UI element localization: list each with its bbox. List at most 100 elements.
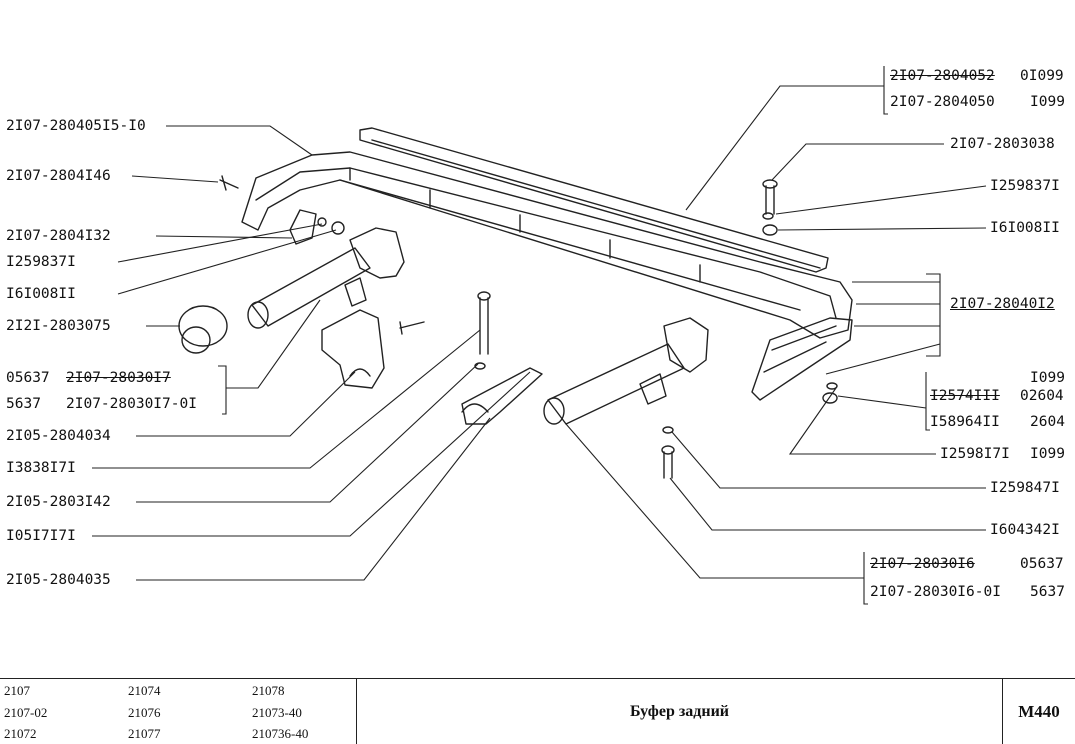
- label-washer-top: I259837I: [990, 178, 1060, 194]
- leader-end-caps: [825, 273, 941, 375]
- label-bracket-left-b-part: 2I07-28030I7-0I: [66, 396, 197, 412]
- left-bracket-plate: [349, 227, 405, 279]
- leader-nut-left: [117, 229, 337, 295]
- leader-bolt-left: [131, 175, 219, 183]
- divider: [356, 679, 357, 744]
- leader-clamp-left: [136, 371, 356, 437]
- label-small-bracket: 2I07-2804I32: [6, 228, 111, 244]
- label-bolt-top: 2I07-2803038: [950, 136, 1055, 152]
- bolt-top-right: [765, 185, 775, 215]
- right-bracket-ear: [639, 373, 667, 405]
- label-bumper-assy: 2I07-280405I5-I0: [6, 118, 146, 134]
- label-bracket-left-b-prefix: 5637: [6, 396, 41, 412]
- label-nut-left: I6I008II: [6, 286, 76, 302]
- right-bracket-plate: [663, 317, 709, 373]
- label-nut-r-b-part: I2574III: [930, 388, 1000, 404]
- label-bolt-long: I3838I7I: [6, 460, 76, 476]
- label-bracket-left-a-part: 2I07-28030I7: [66, 370, 171, 386]
- label-nut-r-a-code: I099: [1030, 370, 1065, 386]
- leader-bumper-assy: [166, 125, 313, 156]
- bumper-body: [241, 151, 853, 339]
- model-cell: 21073-40: [252, 705, 302, 720]
- label-bracket-r-a-part: 2I07-28030I6: [870, 556, 975, 572]
- leader-small-bracket: [155, 235, 293, 239]
- leader-bracket-left: [218, 299, 321, 415]
- left-mount-bracket: [321, 309, 385, 389]
- bumper-beam: [359, 127, 829, 273]
- model-cell: 21078: [252, 683, 285, 698]
- label-beam-b-code: I099: [1030, 94, 1065, 110]
- label-bolt-r: I604342I: [990, 522, 1060, 538]
- label-beam-a-code: 0I099: [1020, 68, 1064, 84]
- long-bolt: [479, 297, 489, 355]
- leader-beam: [685, 66, 888, 211]
- leader-bracket-mount: [136, 363, 479, 503]
- leader-bolt-top: [771, 143, 944, 181]
- long-bolt-washer: [474, 362, 486, 370]
- leader-washer-r: [788, 387, 936, 455]
- leader-nut-top: [777, 227, 987, 231]
- page-title: Буфер задний: [629, 702, 730, 720]
- leader-washer-left: [117, 223, 323, 263]
- model-cell: 2107: [4, 683, 30, 698]
- model-list: 2107 21074 21078 2107-02 21076 21073-40 …: [0, 679, 356, 744]
- left-tube-end: [247, 301, 269, 329]
- model-cell: 21074: [128, 683, 161, 698]
- label-washer-r-code: I099: [1030, 446, 1065, 462]
- leader-bolt-long: [92, 329, 481, 469]
- model-cell: 21077: [128, 726, 161, 741]
- leader-washer-r2: [671, 431, 986, 489]
- washer-right-small: [662, 426, 674, 434]
- nut-right-lower: [822, 392, 838, 404]
- label-nut-top: I6I008II: [990, 220, 1060, 236]
- bolt-left-top: [219, 175, 239, 191]
- bumper-body-rib: [349, 167, 701, 283]
- label-end-caps: 2I07-28040I2: [950, 296, 1055, 312]
- divider: [1002, 679, 1003, 744]
- label-bolt-left: 2I07-2804I46: [6, 168, 111, 184]
- bolt-right-small-head: [661, 445, 675, 455]
- bolt-top-head: [762, 179, 778, 189]
- right-bracket-tube: [547, 343, 685, 425]
- label-beam-a-part: 2I07-2804052: [890, 68, 995, 84]
- left-bracket-tube: [251, 247, 371, 327]
- left-bracket-ear: [344, 277, 367, 307]
- washer-right-lower: [826, 382, 838, 390]
- label-bracket-r-b-part: 2I07-28030I6-0I: [870, 584, 1001, 600]
- leader-washer-top: [775, 185, 987, 215]
- label-bracket-left-a-prefix: 05637: [6, 370, 50, 386]
- label-plug: 2I2I-2803075: [6, 318, 111, 334]
- label-washer-long: I05I7I7I: [6, 528, 76, 544]
- bumper-beam-edge: [371, 139, 821, 269]
- long-bolt-head: [477, 291, 491, 301]
- bumper-body-inner: [255, 167, 837, 319]
- model-cell: 21072: [4, 726, 37, 741]
- nut-top-right: [762, 224, 778, 236]
- bolt-left-bracket: [399, 321, 425, 335]
- plug-body: [181, 326, 211, 354]
- bolt-right-small: [663, 451, 673, 479]
- plug-flange: [178, 305, 228, 347]
- left-mount-loop: [349, 368, 371, 377]
- label-clamp-left: 2I05-2804034: [6, 428, 111, 444]
- label-nut-r-c-part: I58964II: [930, 414, 1000, 430]
- page-code: М440: [1018, 701, 1060, 721]
- washer-top-right: [762, 212, 774, 220]
- nut-left: [331, 221, 345, 235]
- label-clamp-right: 2I05-2804035: [6, 572, 111, 588]
- title-block: 2107 21074 21078 2107-02 21076 21073-40 …: [0, 678, 1075, 744]
- model-cell: 21076: [128, 705, 161, 720]
- label-nut-r-c-code: 2604: [1030, 414, 1065, 430]
- right-tube-end: [543, 397, 565, 425]
- leader-washer-long: [92, 371, 531, 537]
- right-clamp: [461, 367, 543, 425]
- leader-bolt-r: [669, 477, 986, 531]
- label-nut-r-b-code: 02604: [1020, 388, 1064, 404]
- bumper-body-lower: [339, 179, 801, 311]
- label-bracket-r-a-code: 05637: [1020, 556, 1064, 572]
- leader-clamp-right: [136, 417, 491, 581]
- exploded-parts-diagram: [92, 66, 987, 605]
- end-cap-right: [751, 317, 853, 401]
- model-cell: 210736-40: [252, 726, 309, 741]
- model-cell: 2107-02: [4, 705, 48, 720]
